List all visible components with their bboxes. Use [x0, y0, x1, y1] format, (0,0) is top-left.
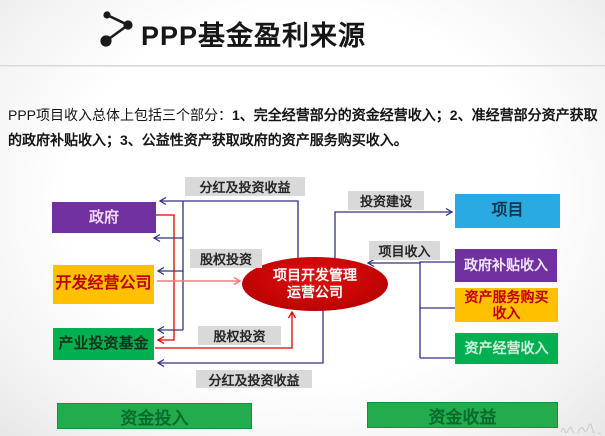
node-project-label: 项目: [491, 201, 524, 219]
banner-capital-in: 资金投入: [57, 403, 252, 429]
edge-label-equity-bottom: 股权投资: [198, 326, 281, 345]
node-gov-subsidy-income: 政府补贴收入: [455, 249, 557, 282]
node-center-company-line1: 项目开发管理: [273, 267, 357, 283]
intro-paragraph: PPP项目收入总体上包括三个部分：1、完全经营部分的资金经营收入；2、准经营部分…: [8, 103, 600, 153]
edge-label-dividend-bottom: 分红及投资收益: [196, 370, 312, 388]
node-center-company-line2: 运营公司: [287, 284, 343, 300]
edge-label-invest-build: 投资建设: [348, 191, 424, 210]
node-asset-operation-income-label: 资产经营收入: [464, 340, 549, 357]
node-asset-service-income-label: 资产服务购买收入: [464, 288, 549, 321]
node-government-label: 政府: [88, 208, 119, 226]
intro-bold-text: 1、完全经营部分的资金经营收入；2、准经营部分资产获取的政府补贴收入；3、公益性…: [8, 107, 598, 148]
node-dev-company: 开发经营公司: [53, 265, 154, 304]
node-asset-service-income: 资产服务购买收入: [455, 288, 558, 322]
header-divider: [0, 65, 605, 67]
edge-label-project-income: 项目收入: [369, 241, 440, 260]
page-title: PPP基金盈利来源: [141, 21, 367, 51]
node-government: 政府: [52, 202, 156, 233]
node-link-icon: [100, 11, 133, 47]
node-dev-company-label: 开发经营公司: [55, 275, 152, 293]
node-center-company: 项目开发管理 运营公司: [242, 257, 388, 311]
intro-normal-text: PPP项目收入总体上包括三个部分：: [8, 107, 233, 123]
banner-capital-out: 资金收益: [367, 402, 558, 428]
edge-label-equity-top: 股权投资: [190, 249, 262, 268]
node-industry-fund-label: 产业投资基金: [58, 335, 149, 353]
node-asset-operation-income: 资产经营收入: [455, 333, 558, 364]
edge-label-dividend-top: 分红及投资收益: [185, 177, 305, 196]
node-project: 项目: [455, 194, 560, 228]
watermark-scribble: [560, 423, 602, 435]
node-industry-fund: 产业投资基金: [53, 328, 154, 360]
node-gov-subsidy-income-label: 政府补贴收入: [464, 257, 548, 274]
